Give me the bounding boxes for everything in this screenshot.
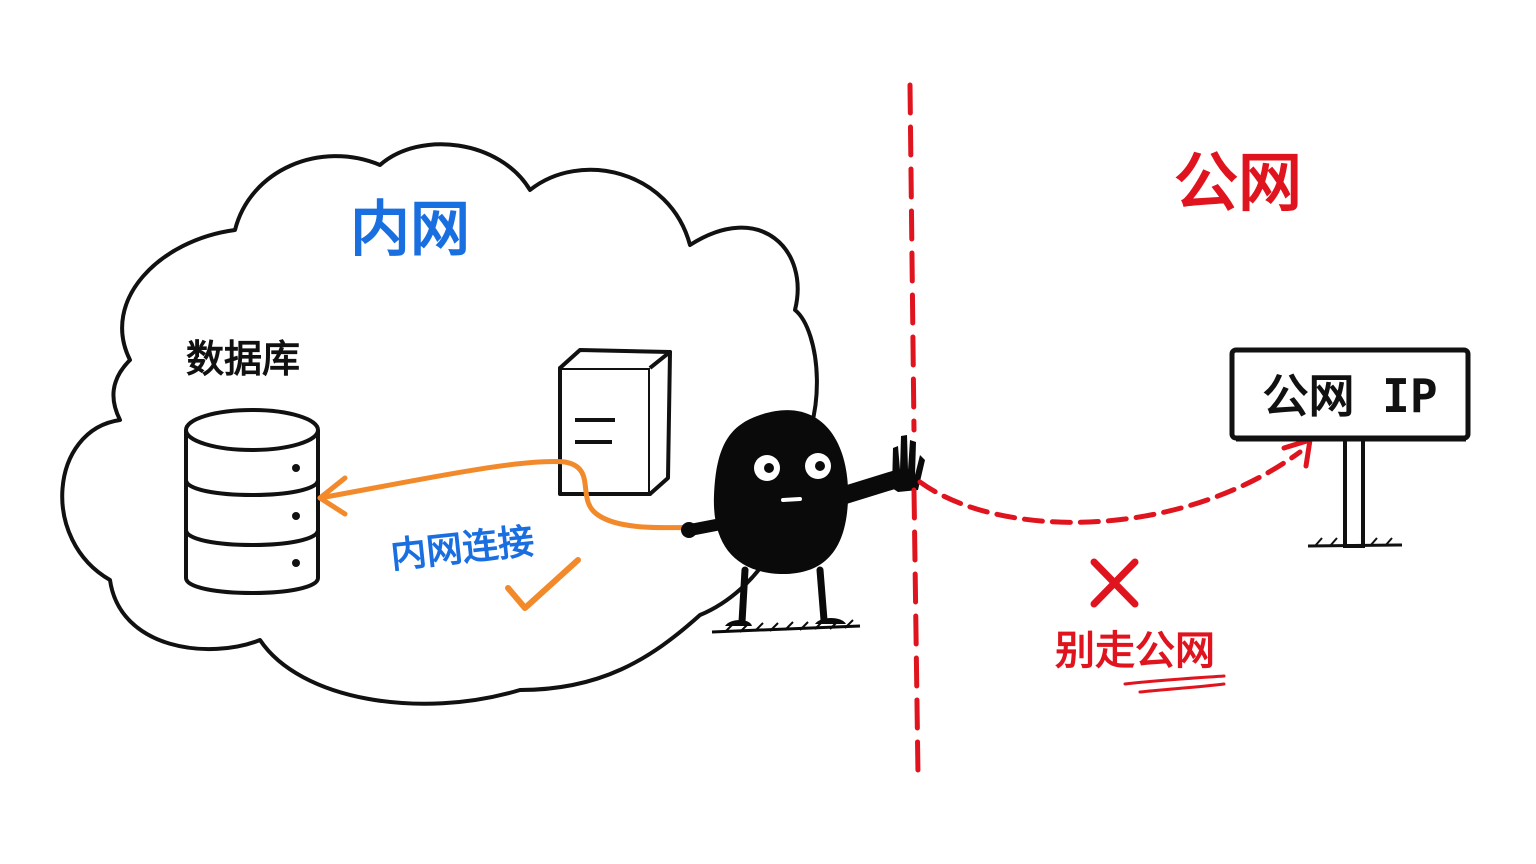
- intranet-cloud: [60, 142, 819, 706]
- server-icon: [558, 348, 672, 496]
- network-boundary-line: [907, 82, 921, 778]
- internet-title: 公网: [1174, 147, 1302, 221]
- database-icon: [184, 408, 320, 595]
- intranet-title: 内网: [350, 195, 470, 265]
- guard-character: [681, 410, 925, 634]
- intranet-connection-label: 内网连接: [389, 521, 537, 577]
- public-ip-sign-text: 公网 IP: [1262, 369, 1437, 423]
- public-ip-signpost: [1229, 347, 1471, 548]
- internet-warning-label: 别走公网: [1055, 628, 1215, 674]
- warning-underline: [1123, 674, 1226, 694]
- database-label: 数据库: [186, 337, 300, 381]
- blocked-public-route-arrow: [917, 437, 1313, 525]
- intranet-connection-arrow: [317, 459, 715, 531]
- cross-mark-icon: [1090, 558, 1139, 608]
- check-mark-icon: [505, 557, 581, 611]
